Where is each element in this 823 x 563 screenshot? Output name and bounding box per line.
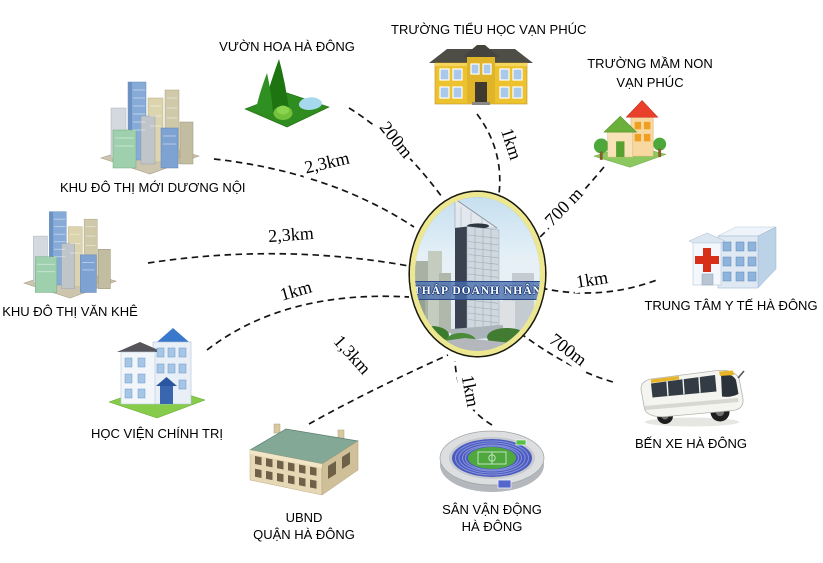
distance-label-y-te: 1km — [571, 266, 613, 294]
location-label: KHU ĐÔ THỊ MỚI DƯƠNG NỘI — [60, 180, 246, 195]
location-node-y-te: TRUNG TÂM Y TẾ HÀ ĐÔNG — [641, 212, 821, 314]
hospital-icon — [688, 226, 777, 289]
tower-photo: THÁP DOANH NHÂN — [415, 197, 540, 351]
location-node-vuon-hoa: VƯỜN HOA HÀ ĐÔNG — [197, 38, 377, 131]
distance-label-mam-non: 700 m — [538, 181, 590, 233]
city-buildings-icon — [23, 211, 117, 299]
location-node-san-van-dong: SÂN VẬN ĐỘNG HÀ ĐÔNG — [402, 420, 582, 535]
location-node-hoc-vien: HỌC VIỆN CHÍNH TRỊ — [67, 322, 247, 442]
location-label: HÀ ĐÔNG — [461, 519, 523, 534]
location-label: HỌC VIỆN CHÍNH TRỊ — [91, 426, 223, 441]
distance-label-vuon-hoa: 200m — [373, 115, 419, 165]
location-label: VƯỜN HOA HÀ ĐÔNG — [219, 39, 355, 54]
tower-name-banner: THÁP DOANH NHÂN — [415, 281, 540, 300]
distance-label-ben-xe: 700m — [542, 327, 594, 373]
tower-scene-art — [415, 198, 540, 351]
connector-van-khe — [147, 252, 410, 267]
distance-label-tieu-hoc: 1km — [495, 122, 527, 166]
location-node-mam-non: TRƯỜNG MẦM NON VẠN PHÚC — [570, 55, 730, 173]
location-label: TRƯỜNG MẦM NON — [587, 56, 713, 71]
central-tower-medallion: THÁP DOANH NHÂN — [410, 192, 545, 356]
kindergarten-house-icon — [593, 100, 667, 168]
park-icon — [244, 59, 330, 128]
government-building-icon — [249, 423, 359, 496]
location-label: VẠN PHÚC — [616, 75, 684, 90]
distance-label-ubnd: 1,3km — [326, 328, 378, 382]
distance-label-san-van-dong: 1km — [456, 370, 484, 412]
distance-label-hoc-vien: 1km — [274, 275, 318, 307]
bus-icon — [640, 369, 745, 427]
distance-label-duong-noi: 2,3km — [299, 146, 355, 180]
academy-building-icon — [108, 328, 206, 419]
stadium-icon — [439, 430, 545, 492]
school-building-icon — [429, 45, 533, 105]
location-label: TRUNG TÂM Y TẾ HÀ ĐÔNG — [644, 298, 818, 313]
city-buildings-icon — [100, 81, 200, 175]
location-label: SÂN VẬN ĐỘNG — [442, 502, 542, 517]
location-label: TRƯỜNG TIỂU HỌC VẠN PHÚC — [391, 22, 587, 37]
location-label: BẾN XE HÀ ĐÔNG — [635, 436, 747, 451]
location-node-duong-noi: KHU ĐÔ THỊ MỚI DƯƠNG NỘI — [60, 76, 246, 196]
tower-name: THÁP DOANH NHÂN — [415, 284, 540, 297]
location-node-tieu-hoc: TRƯỜNG TIỂU HỌC VẠN PHÚC — [391, 21, 587, 108]
location-node-ben-xe: BẾN XE HÀ ĐÔNG — [601, 358, 781, 452]
location-node-van-khe: KHU ĐÔ THỊ VĂN KHÊ — [0, 206, 150, 320]
connector-tieu-hoc — [476, 113, 501, 195]
location-label: UBND — [285, 510, 323, 525]
distance-label-van-khe: 2,3km — [264, 222, 318, 248]
location-label: KHU ĐÔ THỊ VĂN KHÊ — [2, 304, 138, 319]
location-label: QUẬN HÀ ĐÔNG — [253, 527, 355, 542]
location-node-ubnd: UBND QUẬN HÀ ĐÔNG — [214, 414, 394, 543]
